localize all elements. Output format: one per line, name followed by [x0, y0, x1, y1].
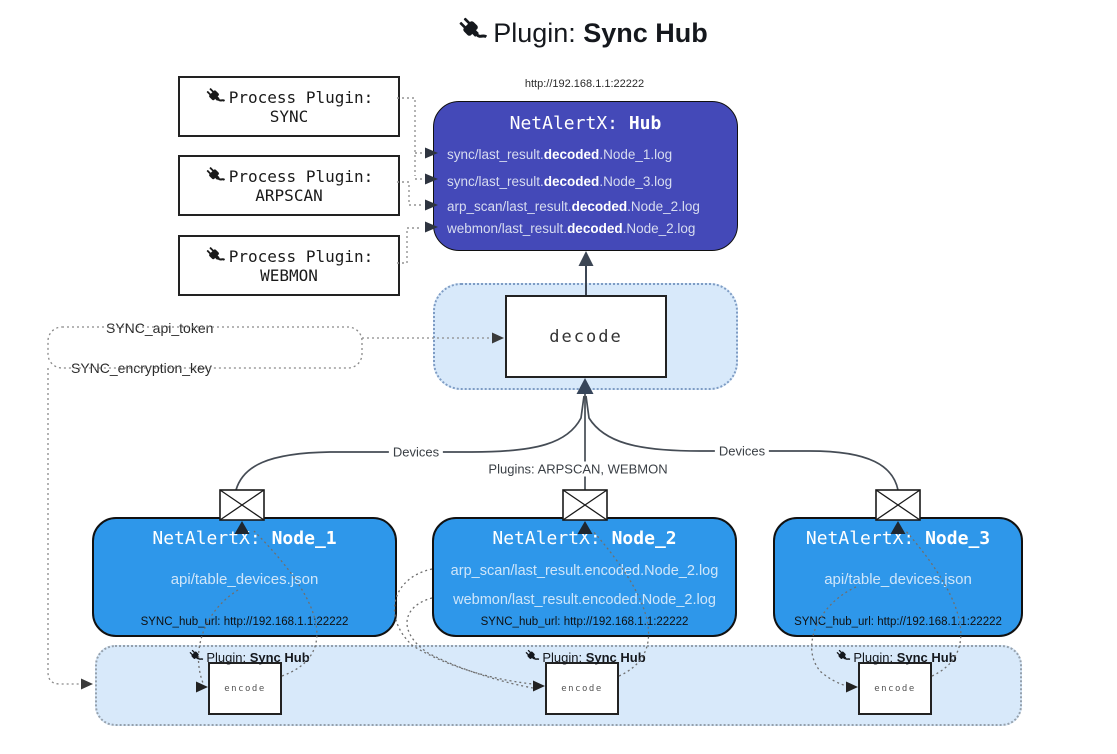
- process-plugin-box-sync: Process Plugin: SYNC: [178, 76, 400, 137]
- plug-icon: [524, 649, 539, 664]
- plug-icon: [205, 246, 225, 266]
- process-plugin-row: Process Plugin:: [205, 87, 374, 107]
- plug-icon: [835, 649, 850, 664]
- node-hub-url: SYNC_hub_url: http://192.168.1.1:22222: [794, 616, 1002, 628]
- node-title: NetAlertX: Node_1: [94, 528, 395, 549]
- node-file: arp_scan/last_result.encoded.Node_2.log: [450, 563, 719, 579]
- process-plugin-name: WEBMON: [260, 266, 318, 285]
- encoder-label-name: Sync Hub: [585, 650, 646, 665]
- plug-icon: [205, 166, 225, 186]
- process-plugin-name: SYNC: [269, 107, 309, 126]
- page-title-name: Sync Hub: [583, 18, 708, 48]
- node-title-prefix: NetAlertX:: [805, 528, 926, 549]
- hub-log-entry: webmon/last_result.decoded.Node_2.log: [447, 221, 695, 236]
- node-hub-url: SYNC_hub_url: http://192.168.1.1:22222: [480, 616, 689, 628]
- page-title-prefix: Plugin:: [493, 18, 584, 48]
- node-title: NetAlertX: Node_3: [775, 528, 1021, 549]
- entry-post: .Node_2.log: [622, 221, 696, 236]
- entry-pre: arp_scan/last_result.: [447, 199, 572, 214]
- setting-sync-encryption-key: SYNC_encryption_key: [68, 360, 215, 376]
- plug-icon: [457, 16, 487, 46]
- encoder-plugin-label: Plugin: Sync Hub: [524, 649, 646, 665]
- entry-bold: decoded: [567, 221, 623, 236]
- entry-bold: decoded: [543, 147, 600, 162]
- entry-pre: sync/last_result.: [447, 174, 544, 189]
- process-plugin-row: Process Plugin:: [205, 166, 374, 186]
- setting-sync-api-token: SYNC_api_token: [103, 320, 217, 336]
- node-file: api/table_devices.json: [170, 571, 319, 588]
- node-title-prefix: NetAlertX:: [492, 528, 612, 549]
- node-file: api/table_devices.json: [824, 571, 972, 588]
- hub-title-name: Hub: [628, 113, 662, 134]
- band-input-arrowhead: [81, 678, 93, 690]
- node-title: NetAlertX: Node_2: [434, 528, 735, 549]
- envelope-icon: [219, 489, 265, 521]
- entry-post: .Node_3.log: [599, 174, 673, 189]
- plugin-to-hub-connectors: [397, 97, 424, 264]
- hub-box: NetAlertX: Hub sync/last_result.decoded.…: [433, 101, 738, 251]
- entry-bold: decoded: [571, 199, 628, 214]
- decode-box: decode: [505, 295, 667, 378]
- decode-to-hub-arrowhead: [578, 251, 594, 266]
- encoder-label-prefix: Plugin:: [853, 650, 897, 665]
- process-plugin-label: Process Plugin:: [228, 87, 374, 107]
- process-plugin-label: Process Plugin:: [228, 246, 374, 266]
- node-title-name: Node_3: [925, 528, 991, 549]
- encode-box: encode: [545, 662, 619, 715]
- entry-pre: webmon/last_result.: [447, 221, 568, 236]
- encoder-plugin-label: Plugin: Sync Hub: [835, 649, 957, 665]
- process-plugin-box-webmon: Process Plugin: WEBMON: [178, 235, 400, 296]
- process-plugin-row: Process Plugin:: [205, 246, 374, 266]
- process-plugin-box-arpscan: Process Plugin: ARPSCAN: [178, 155, 400, 216]
- envelope-icon: [562, 489, 608, 521]
- plug-icon: [188, 649, 203, 664]
- encoder-label-name: Sync Hub: [249, 650, 310, 665]
- plugins-arpscan-webmon-label: Plugins: ARPSCAN, WEBMON: [484, 461, 672, 477]
- hub-title-prefix: NetAlertX:: [509, 113, 629, 134]
- process-plugin-name: ARPSCAN: [255, 186, 323, 205]
- encoder-label-prefix: Plugin:: [206, 650, 250, 665]
- hub-log-entry: sync/last_result.decoded.Node_3.log: [447, 174, 672, 189]
- hub-url: http://192.168.1.1:22222: [524, 78, 645, 90]
- node-hub-url: SYNC_hub_url: http://192.168.1.1:22222: [140, 616, 349, 628]
- node-box-node3: NetAlertX: Node_3 api/table_devices.json…: [773, 517, 1023, 637]
- node-title-prefix: NetAlertX:: [152, 528, 272, 549]
- hub-log-entry: sync/last_result.decoded.Node_1.log: [447, 147, 672, 162]
- node-box-node2: NetAlertX: Node_2 arp_scan/last_result.e…: [432, 517, 737, 637]
- devices-label-right: Devices: [714, 443, 770, 459]
- encoder-plugin-label: Plugin: Sync Hub: [188, 649, 310, 665]
- process-plugin-label: Process Plugin:: [228, 166, 374, 186]
- encoder-label-prefix: Plugin:: [542, 650, 586, 665]
- hub-log-entry: arp_scan/last_result.decoded.Node_2.log: [447, 199, 700, 214]
- devices-label-left: Devices: [388, 444, 444, 460]
- hub-title: NetAlertX: Hub: [434, 113, 737, 134]
- envelope-icons: [219, 489, 921, 521]
- node-title-name: Node_2: [611, 528, 677, 549]
- encoder-label-name: Sync Hub: [896, 650, 957, 665]
- plug-icon: [205, 87, 225, 107]
- page-title: Plugin: Sync Hub: [48, 16, 1117, 49]
- entry-pre: sync/last_result.: [447, 147, 544, 162]
- envelope-icon: [875, 489, 921, 521]
- entry-post: .Node_2.log: [627, 199, 700, 214]
- encode-box: encode: [858, 662, 932, 715]
- node-file: webmon/last_result.encoded.Node_2.log: [453, 592, 716, 608]
- encode-box: encode: [208, 662, 282, 715]
- node-box-node1: NetAlertX: Node_1 api/table_devices.json…: [92, 517, 397, 637]
- entry-post: .Node_1.log: [599, 147, 673, 162]
- entry-bold: decoded: [543, 174, 600, 189]
- node-title-name: Node_1: [271, 528, 337, 549]
